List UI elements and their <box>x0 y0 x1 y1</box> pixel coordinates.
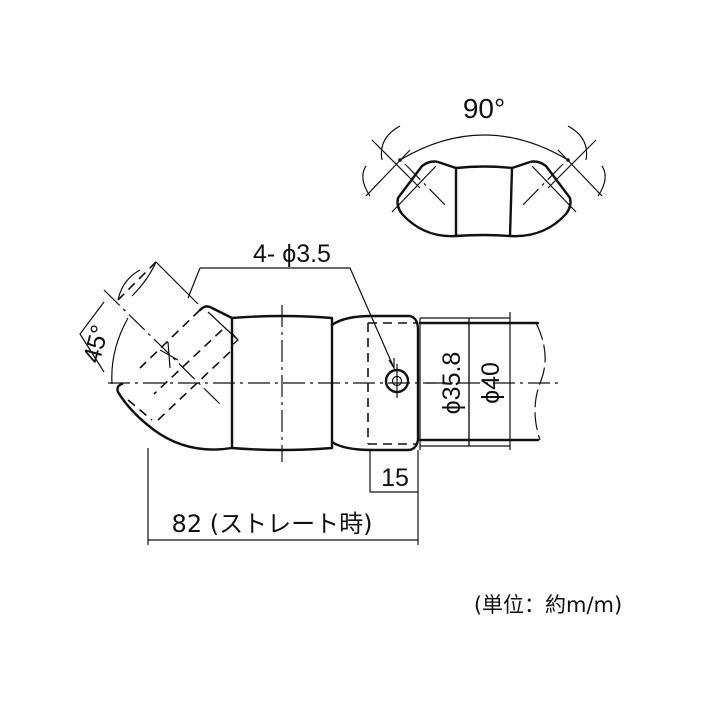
top-view-angle-label: 90° <box>463 93 505 124</box>
hole-callout-label: 4- ϕ3.5 <box>253 240 331 268</box>
top-view-90-degree <box>362 125 606 238</box>
side-view <box>79 261 560 545</box>
insert-depth-label: 15 <box>381 464 409 492</box>
inner-diameter-label: ϕ35.8 <box>438 352 466 415</box>
overall-length-label: 82 (ストレート時) <box>172 510 373 538</box>
outer-diameter-label: ϕ40 <box>477 362 505 404</box>
unit-note: (単位：約m/m) <box>474 593 622 617</box>
